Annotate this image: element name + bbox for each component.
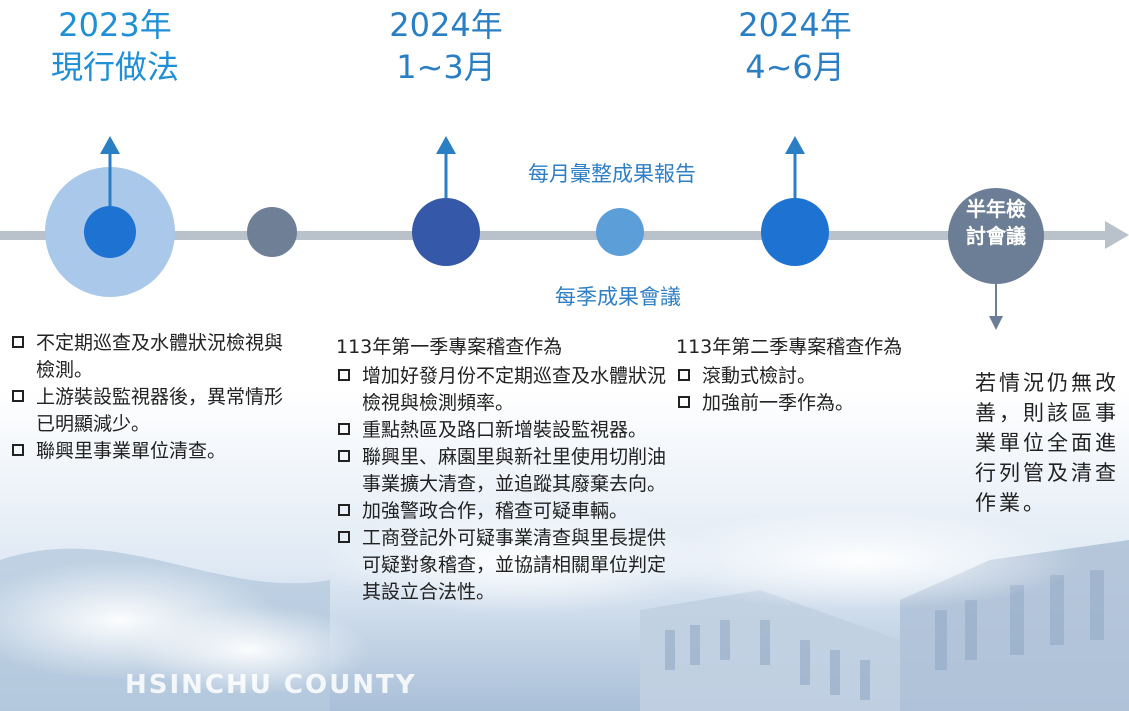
- checkbox-square-icon: [338, 423, 350, 435]
- hsinchu-county-watermark: HSINCHU COUNTY: [125, 670, 417, 700]
- header-2024-q2: 2024年 4~6月: [680, 4, 910, 88]
- list-item: 上游裝設監視器後，異常情形已明顯減少。: [10, 384, 300, 438]
- checkbox-square-icon: [338, 531, 350, 543]
- header-year: 2024年: [389, 6, 503, 44]
- monthly-report-label: 每月彙整成果報告: [528, 162, 696, 186]
- axis-arrowhead: [1105, 221, 1129, 249]
- column-2024-q1: 113年第一季專案稽查作為 增加好發月份不定期巡查及水體狀況檢視與檢測頻率。 重…: [336, 334, 666, 606]
- quarterly-meeting-label: 每季成果會議: [555, 285, 681, 309]
- header-2023: 2023年 現行做法: [0, 4, 230, 88]
- header-sub: 現行做法: [50, 48, 179, 86]
- checkbox-square-icon: [12, 336, 24, 348]
- list-item: 加強警政合作，稽查可疑車輛。: [336, 498, 666, 525]
- half-year-meeting-label: 半年檢 討會議: [966, 197, 1026, 248]
- list-item: 重點熱區及路口新增裝設監視器。: [336, 417, 666, 444]
- checkbox-square-icon: [12, 444, 24, 456]
- header-2024-q1: 2024年 1~3月: [331, 4, 561, 88]
- checkbox-square-icon: [338, 369, 350, 381]
- list-item: 工商登記外可疑事業清查與里長提供可疑對象稽查，並協請相關單位判定其設立合法性。: [336, 525, 666, 606]
- node-2024-q1: [412, 198, 480, 266]
- node-gray: [247, 207, 297, 257]
- header-year: 2024年: [738, 6, 852, 44]
- checkbox-square-icon: [338, 504, 350, 516]
- node-2023: [84, 206, 136, 258]
- column-2023: 不定期巡查及水體狀況檢視與檢測。 上游裝設監視器後，異常情形已明顯減少。 聯興里…: [10, 330, 300, 465]
- checkbox-square-icon: [678, 369, 690, 381]
- checkbox-square-icon: [12, 390, 24, 402]
- column-heading: 113年第一季專案稽查作為: [336, 336, 563, 358]
- checkbox-square-icon: [338, 450, 350, 462]
- column-2024-q2: 113年第二季專案稽查作為 滾動式檢討。 加強前一季作為。: [676, 334, 936, 417]
- list-item: 加強前一季作為。: [676, 390, 936, 417]
- timeline-axis: [0, 231, 1110, 240]
- node-light: [596, 208, 644, 256]
- node-half-year: [948, 188, 1044, 284]
- node-2024-q2: [761, 198, 829, 266]
- list-item: 聯興里、麻園里與新社里使用切削油事業擴大清查，並追蹤其廢棄去向。: [336, 444, 666, 498]
- header-year: 2023年: [58, 6, 172, 44]
- list-item: 增加好發月份不定期巡查及水體狀況檢視與檢測頻率。: [336, 363, 666, 417]
- header-sub: 4~6月: [745, 48, 845, 86]
- list-item: 滾動式檢討。: [676, 363, 936, 390]
- list-item: 不定期巡查及水體狀況檢視與檢測。: [10, 330, 300, 384]
- header-sub: 1~3月: [396, 48, 496, 86]
- list-item: 聯興里事業單位清查。: [10, 438, 300, 465]
- checkbox-square-icon: [678, 396, 690, 408]
- half-year-outcome-text: 若情況仍無改善，則該區事業單位全面進行列管及清查作業。: [975, 371, 1119, 515]
- column-heading: 113年第二季專案稽查作為: [676, 336, 903, 358]
